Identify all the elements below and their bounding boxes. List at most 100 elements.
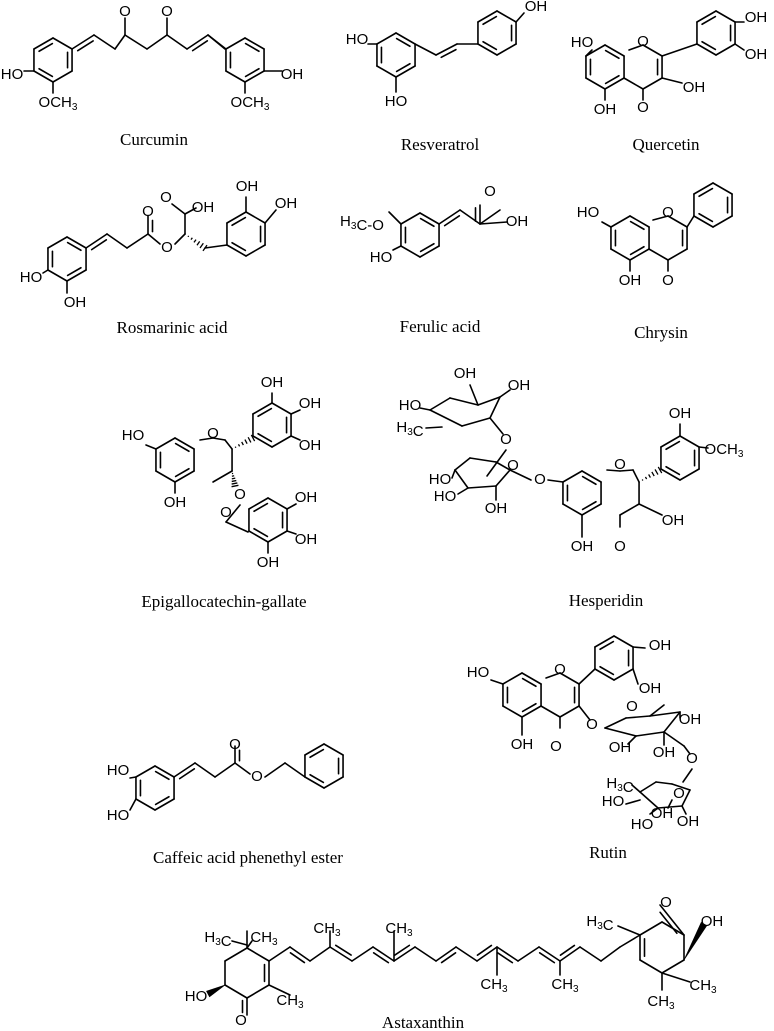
bond [594,635,615,648]
bond [517,946,540,962]
atom-label: O [534,471,546,488]
atom-label: O [229,736,241,753]
bond [559,705,580,718]
bond [698,446,709,449]
bond [174,470,195,483]
bond [429,397,451,411]
bond [467,485,497,489]
atom-label: O [161,3,173,20]
compound-name-cape: Caffeic acid phenethyl ester [153,848,343,867]
bond [461,417,491,427]
bond [613,668,634,681]
atom-label: OH [236,178,259,195]
bond [388,211,402,225]
atom-label: CH3 [551,976,579,995]
bond [323,776,344,789]
bond [599,665,615,676]
atom-label: O [586,716,598,733]
atom-label: HO [434,488,457,505]
bond [659,911,678,935]
bond [604,49,620,60]
bond [231,241,247,252]
bond [289,951,306,964]
bond [578,705,591,721]
bond [400,212,421,225]
bond [628,44,644,51]
bond [304,743,325,756]
bond [114,34,126,50]
bond [639,791,659,809]
atom-label: CH3 [250,929,278,948]
bond [449,397,479,406]
wedge-bond [206,984,226,998]
bond [207,34,227,50]
atom-label: HO [571,34,594,51]
bond [252,435,273,448]
bond [623,77,644,90]
atom-label: O [484,183,496,200]
bond [521,672,542,685]
bond [660,435,681,448]
bond [155,470,176,483]
bond [224,984,248,999]
bond [495,469,511,487]
atom-label: OH [454,365,477,382]
atom-label: OH [669,405,692,422]
atom-label: OH [299,437,322,454]
bond [495,461,511,471]
bond [559,944,576,957]
bond [372,946,395,962]
bond [231,940,248,946]
atom-label: OH [164,494,187,511]
atom-label: O [119,3,131,20]
bond [178,768,196,780]
bond [419,217,435,228]
bond [681,805,687,815]
bond [419,212,440,225]
bond [244,70,265,83]
bond [667,248,688,261]
atom-label: OH [261,374,284,391]
bond [191,40,209,52]
atom-label: H3C [586,913,613,934]
bond [267,497,288,510]
bond [71,34,95,50]
bond [604,717,627,729]
bond [698,187,714,198]
bond [440,951,457,964]
bond [351,946,374,962]
hash-bond [648,474,651,478]
bond [619,934,641,948]
bond [604,44,625,57]
bond [606,469,621,472]
bond [376,65,397,78]
bond [42,269,49,274]
bond [627,735,637,745]
bond [419,245,440,258]
bond [610,215,631,228]
atom-label: HO [399,397,422,414]
bond [601,221,612,228]
bond [489,396,501,419]
bond [454,457,471,471]
bond [395,32,416,45]
bond [585,44,606,57]
atom-label: OH [662,512,685,529]
bond [594,668,615,681]
bond [174,233,186,245]
bond [455,946,478,962]
compound-name-egcg: Epigallocatechin-gallate [141,592,306,611]
atom-label: OH [619,272,642,289]
bond [284,762,306,778]
bond [469,384,479,406]
bond [562,503,583,516]
atom-label: H3C [606,775,633,796]
structure-epigallocatechin-gallate: HOOHOOHOHOHOOOHOHOHEpigallocatechin-gall… [122,374,322,611]
bond [290,409,301,415]
bond [477,396,501,406]
compound-name-resveratrol: Resveratrol [401,135,480,154]
bond [248,530,269,543]
